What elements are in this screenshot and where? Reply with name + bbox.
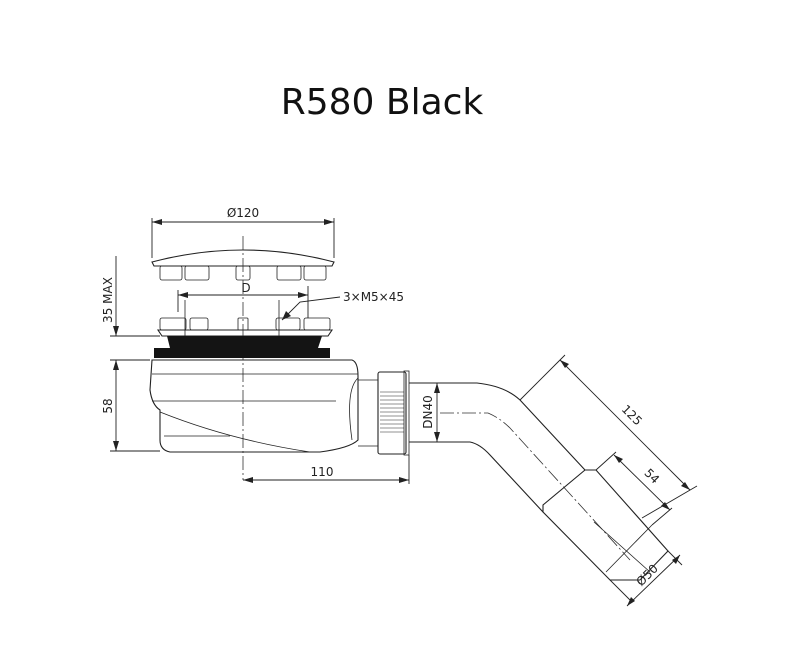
outlet-nominal-label: DN40 <box>421 395 435 429</box>
cover-diameter-dimension: Ø120 <box>151 206 335 258</box>
trap-body <box>149 359 378 453</box>
outlet-nominal-dimension: DN40 <box>421 383 440 442</box>
body-height-label: 58 <box>101 398 115 413</box>
elbow-length-dimension: 125 <box>519 354 698 519</box>
cover-plate <box>151 249 335 281</box>
screw-label: 3×M5×45 <box>343 290 404 304</box>
max-height-label: 35 MAX <box>101 277 115 323</box>
sleeve-length-dimension: 54 <box>595 451 673 526</box>
bolt-circle-dimension: D <box>177 281 309 318</box>
black-seal <box>154 336 330 358</box>
max-height-dimension: 35 MAX <box>101 256 160 337</box>
body-height-dimension: 58 <box>101 359 160 452</box>
elbow-length-label: 125 <box>619 402 645 428</box>
outlet-nut <box>377 370 410 456</box>
elbow-pipe <box>409 382 669 581</box>
screw-callout: 3×M5×45 <box>281 290 404 321</box>
outlet-diameter-dimension: Ø50 <box>609 550 683 607</box>
bolt-circle-label: D <box>241 281 250 295</box>
drawing-title: R580 Black <box>280 82 484 123</box>
sleeve-length-label: 54 <box>641 466 662 487</box>
outlet-diameter-label: Ø50 <box>633 561 660 588</box>
outlet-offset-dimension: 110 <box>243 455 410 484</box>
cover-diameter-label: Ø120 <box>227 206 259 220</box>
outlet-offset-label: 110 <box>311 465 334 479</box>
